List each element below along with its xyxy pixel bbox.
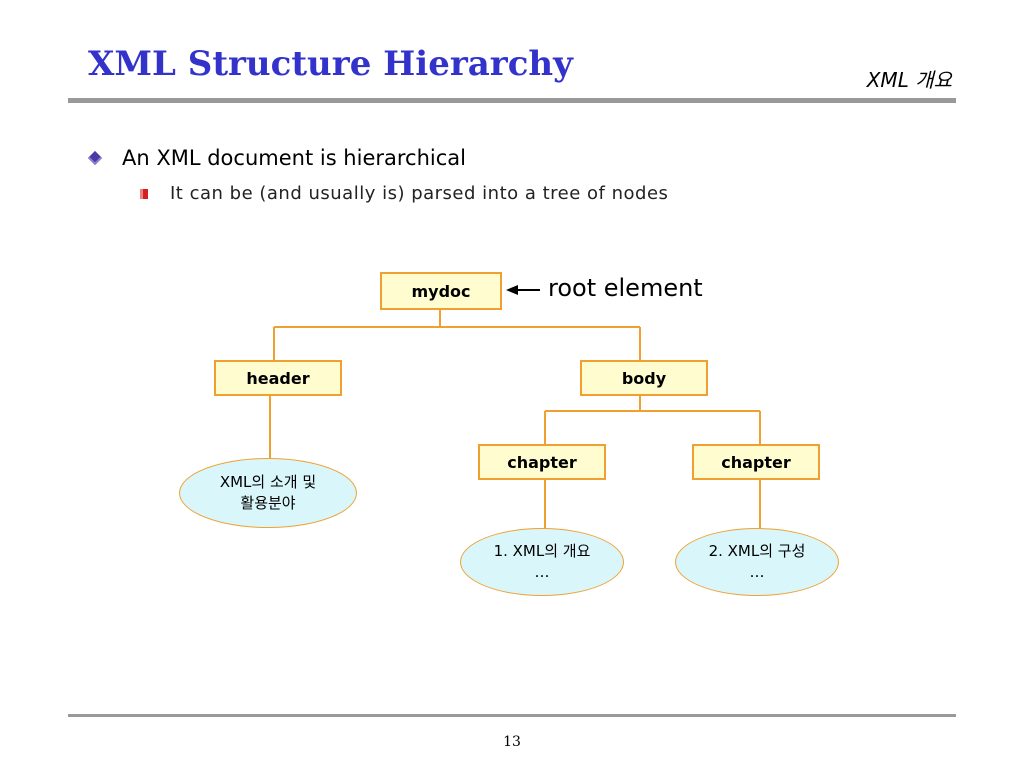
tree-node-header: header xyxy=(214,360,342,396)
top-divider xyxy=(68,98,956,103)
leaf-header-line2: 활용분야 xyxy=(240,494,296,512)
bottom-divider xyxy=(68,714,956,717)
tree-node-mydoc: mydoc xyxy=(380,272,502,310)
slide-subtitle: XML 개요 xyxy=(866,68,952,92)
tree-leaf-chapter-1: 1. XML의 개요 … xyxy=(460,528,624,596)
square-bullet-icon xyxy=(140,188,148,199)
tree-node-chapter-1: chapter xyxy=(478,444,606,480)
leaf-chapter1-line2: … xyxy=(534,563,550,581)
tree-leaf-header: XML의 소개 및 활용분야 xyxy=(179,458,357,528)
left-arrow-icon xyxy=(506,285,540,295)
tree-node-body: body xyxy=(580,360,708,396)
tree-node-chapter-2: chapter xyxy=(692,444,820,480)
leaf-chapter2-line1: 2. XML의 구성 xyxy=(708,542,806,560)
leaf-header-line1: XML의 소개 및 xyxy=(219,473,317,491)
bullet-level2: It can be (and usually is) parsed into a… xyxy=(140,183,668,204)
page-number: 13 xyxy=(503,734,521,750)
tree-leaf-chapter-2: 2. XML의 구성 … xyxy=(675,528,839,596)
bullet-level1-text: An XML document is hierarchical xyxy=(122,146,466,170)
root-element-annotation: root element xyxy=(548,274,703,302)
bullet-level1: An XML document is hierarchical xyxy=(87,146,466,170)
leaf-chapter2-line2: … xyxy=(749,563,765,581)
leaf-chapter1-line1: 1. XML의 개요 xyxy=(493,542,591,560)
bullet-level2-text: It can be (and usually is) parsed into a… xyxy=(170,183,669,204)
slide-title: XML Structure Hierarchy xyxy=(88,44,573,84)
